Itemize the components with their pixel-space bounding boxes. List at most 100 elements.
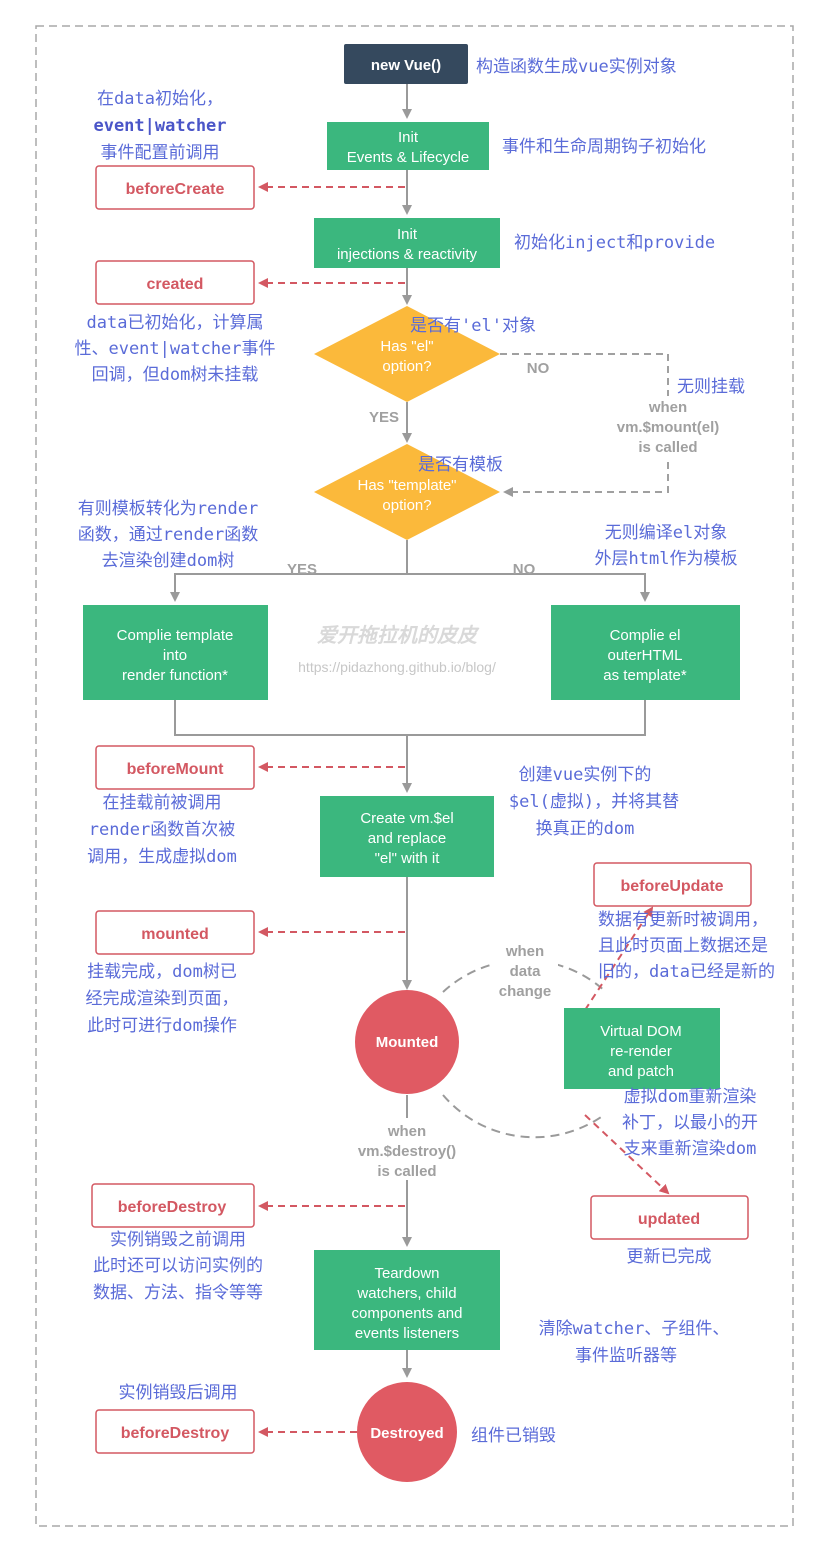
teardown-line3: components and <box>352 1305 463 1322</box>
note-has-el: 是否有'el'对象 <box>410 316 536 336</box>
note-before-destroy-1: 实例销毁之前调用 <box>110 1230 246 1250</box>
note-created-2: 性、event|watcher事件 <box>74 339 275 359</box>
when-mount-line1: when <box>648 399 687 416</box>
note-before-mount-2: render函数首次被 <box>89 820 235 840</box>
note-template-yes-3: 去渲染创建dom树 <box>102 551 235 571</box>
mounted-state-node <box>355 990 459 1094</box>
create-vm-el-line2: and replace <box>368 830 446 847</box>
create-vm-el-line3: "el" with it <box>375 850 441 867</box>
before-create-label: beforeCreate <box>126 181 225 198</box>
yes-label-1: YES <box>369 409 399 426</box>
watermark-title: 爱开拖拉机的皮皮 <box>317 623 480 647</box>
new-vue-label: new Vue() <box>371 57 441 74</box>
before-destroy-hook <box>91 1183 255 1228</box>
note-before-create-3: 事件配置前调用 <box>101 143 220 163</box>
virtual-dom-line2: re-render <box>610 1043 672 1060</box>
note-no-el: 无则挂载 <box>677 377 745 397</box>
note-created-3: 回调，但dom树未挂载 <box>92 365 259 385</box>
init-events-line1: Init <box>398 129 419 146</box>
created-label: created <box>147 276 204 293</box>
when-destroy-line1: when <box>387 1123 426 1140</box>
no-label-1: NO <box>527 360 550 377</box>
note-mounted-2: 经完成渲染到页面， <box>86 989 239 1009</box>
has-template-line2: option? <box>382 497 431 514</box>
before-destroy-label: beforeDestroy <box>118 1199 227 1216</box>
init-events-node <box>327 122 489 170</box>
note-before-destroy-3: 数据、方法、指令等等 <box>93 1283 263 1303</box>
init-injections-line1: Init <box>397 226 418 243</box>
note-mounted-3: 此时可进行dom操作 <box>87 1016 237 1036</box>
has-el-decision <box>314 306 500 402</box>
before-mount-label: beforeMount <box>127 761 225 778</box>
destroyed-hook <box>95 1409 255 1454</box>
when-destroy-line3: is called <box>377 1163 436 1180</box>
when-data-change-line1: when <box>505 943 544 960</box>
note-before-update-2: 且此时页面上数据还是 <box>598 936 768 956</box>
note-teardown-1: 清除watcher、子组件、 <box>539 1319 730 1339</box>
destroyed-hook-label: beforeDestroy <box>121 1425 230 1442</box>
note-teardown-2: 事件监听器等 <box>575 1346 677 1366</box>
note-before-mount-3: 调用，生成虚拟dom <box>87 847 237 867</box>
note-destroyed: 组件已销毁 <box>471 1426 556 1446</box>
when-destroy-line2: vm.$destroy() <box>358 1143 456 1160</box>
hook-arrows <box>258 182 670 1437</box>
update-loop-top <box>442 959 607 993</box>
compile-el-line3: as template* <box>603 667 687 684</box>
destroyed-state-label: Destroyed <box>370 1425 443 1442</box>
compile-template-line1: Complie template <box>117 627 234 644</box>
note-create-el-3: 换真正的dom <box>536 819 635 839</box>
note-virtual-dom-3: 支来重新渲染dom <box>624 1139 757 1159</box>
note-before-update-3: 旧的，data已经是新的 <box>598 962 775 982</box>
watermark-url: https://pidazhong.github.io/blog/ <box>298 659 496 675</box>
note-create-el-2: $el(虚拟)，并将其替 <box>509 792 679 812</box>
compile-template-line2: into <box>163 647 187 664</box>
note-virtual-dom-2: 补丁，以最小的开 <box>622 1113 758 1133</box>
before-update-label: beforeUpdate <box>620 878 723 895</box>
virtual-dom-node <box>564 1008 720 1089</box>
new-vue-node <box>344 44 468 84</box>
before-update-hook <box>593 862 752 907</box>
create-vm-el-node <box>320 796 494 877</box>
when-mount-line3: is called <box>638 439 697 456</box>
when-data-change-line3: change <box>499 983 552 1000</box>
teardown-line1: Teardown <box>374 1265 439 1282</box>
when-mount-line2: vm.$mount(el) <box>617 419 720 436</box>
update-loop-bottom <box>442 1094 605 1139</box>
note-before-update-1: 数据有更新时被调用， <box>598 910 768 930</box>
note-virtual-dom-1: 虚拟dom重新渲染 <box>624 1087 757 1107</box>
no-label-2: NO <box>513 561 536 578</box>
note-init-events: 事件和生命周期钩子初始化 <box>502 137 706 157</box>
no-el-path <box>500 353 669 497</box>
note-before-create-1: 在data初始化， <box>97 89 223 109</box>
when-mount-bg <box>604 396 736 462</box>
init-events-line2: Events & Lifecycle <box>347 149 470 166</box>
note-updated: 更新已完成 <box>627 1247 712 1267</box>
before-mount-hook <box>95 745 255 790</box>
mounted-hook-label: mounted <box>141 926 209 943</box>
teardown-line4: events listeners <box>355 1325 459 1342</box>
updated-hook <box>590 1195 749 1240</box>
note-before-create-2: event|watcher <box>93 116 226 136</box>
virtual-dom-line1: Virtual DOM <box>600 1023 681 1040</box>
mounted-state-label: Mounted <box>376 1034 438 1051</box>
note-template-no-1: 无则编译el对象 <box>605 523 727 543</box>
note-created-1: data已初始化，计算属 <box>87 313 264 333</box>
created-hook <box>95 260 255 305</box>
note-destroyed-hook: 实例销毁后调用 <box>119 1383 238 1403</box>
create-vm-el-line1: Create vm.$el <box>360 810 453 827</box>
compile-el-line2: outerHTML <box>607 647 682 664</box>
init-injections-node <box>314 218 500 268</box>
when-data-change-bg <box>494 938 558 1000</box>
note-template-no-2: 外层html作为模板 <box>595 549 738 569</box>
outer-frame <box>35 25 794 1527</box>
when-destroy-bg <box>346 1118 468 1180</box>
note-new-vue: 构造函数生成vue实例对象 <box>476 57 677 77</box>
virtual-dom-line3: and patch <box>608 1063 674 1080</box>
note-before-mount-1: 在挂载前被调用 <box>103 793 222 813</box>
note-template-yes-2: 函数，通过render函数 <box>78 525 258 545</box>
yes-label-2: YES <box>287 561 317 578</box>
has-el-line2: option? <box>382 358 431 375</box>
before-create-hook <box>95 165 255 210</box>
